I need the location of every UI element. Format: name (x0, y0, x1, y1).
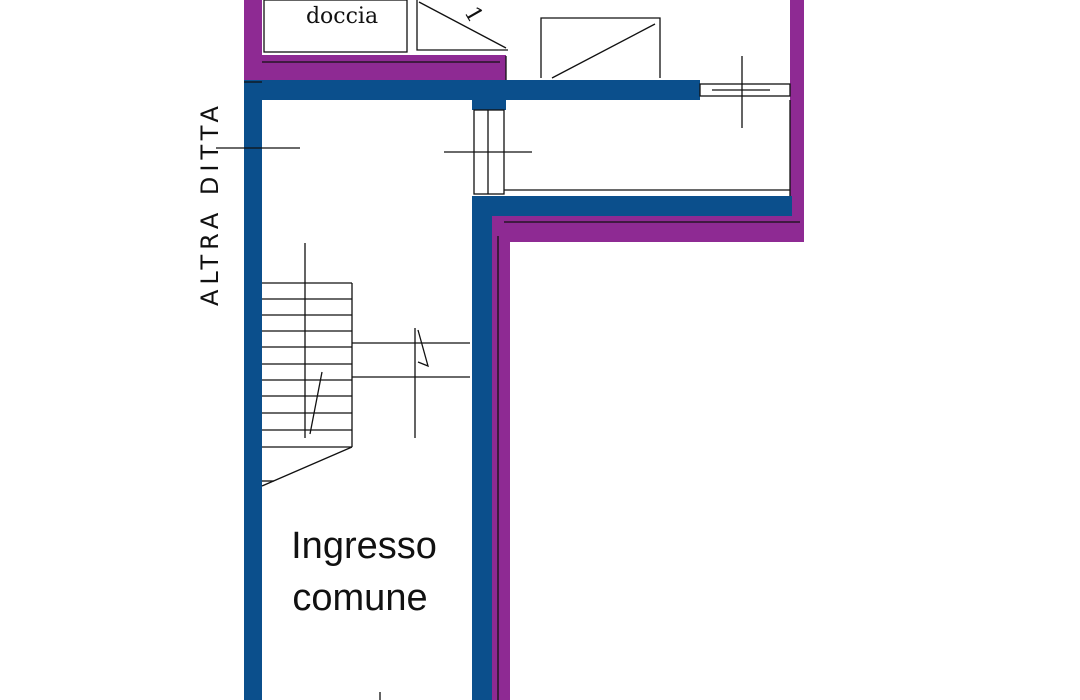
shower-label: doccia (306, 4, 378, 29)
purple-walls (244, 0, 804, 700)
purple-wall-right-horizontal (500, 214, 804, 242)
blue-walls (244, 80, 792, 700)
blue-wall-left-vertical (244, 80, 262, 700)
blue-wall-pillar (472, 80, 506, 110)
blue-wall-mid-horizontal (472, 196, 792, 216)
door-mark: 1 (459, 3, 488, 28)
blue-wall-inner-vertical (472, 196, 492, 700)
staircase (261, 243, 470, 487)
purple-wall-inner-vertical (492, 214, 510, 700)
stair-direction-arrow (309, 371, 323, 435)
entrance-label-line1: Ingresso (291, 525, 437, 567)
entrance-label-line2: comune (292, 577, 427, 619)
window-right (699, 56, 791, 128)
bath-cell: 1 (416, 0, 508, 51)
purple-wall-right-vertical (790, 0, 804, 242)
appliance-box (540, 17, 661, 79)
cross-marks (216, 110, 532, 194)
door-swing-marker (417, 329, 429, 368)
shower-room: doccia (263, 0, 408, 53)
purple-wall-top-horizontal (244, 55, 506, 81)
neighbor-label: ALTRA DITTA (196, 101, 224, 306)
